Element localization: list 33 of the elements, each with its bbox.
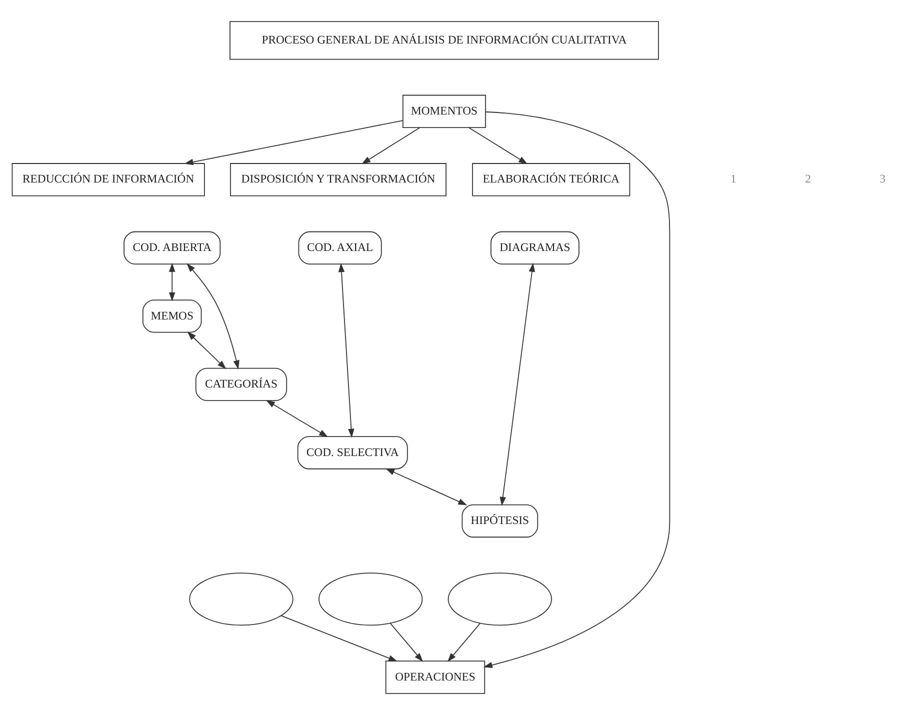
node-ellipse <box>448 572 552 626</box>
arrow <box>338 263 354 438</box>
arrow <box>186 263 240 370</box>
arrow <box>390 622 424 662</box>
node-box: DISPOSICIÓN Y TRANSFORMACIÓN <box>230 163 446 196</box>
arrow <box>483 111 670 668</box>
node-box: OPERACIONES <box>385 660 486 694</box>
node-box: PROCESO GENERAL DE ANÁLISIS DE INFORMACIÓN CUALITATIVA <box>230 21 659 60</box>
node-box: MOMENTOS <box>402 94 486 128</box>
node-box: REDUCCIÓN DE INFORMACIÓN <box>12 163 205 196</box>
node-box: COD. SELECTIVA <box>297 436 408 470</box>
node-box: CATEGORÍAS <box>195 368 288 402</box>
arrow <box>386 468 468 506</box>
arrow <box>184 120 404 166</box>
arrow <box>468 127 528 164</box>
node-box: COD. ABIERTA <box>124 231 221 265</box>
arrow <box>187 332 226 370</box>
arrow <box>280 615 398 662</box>
node-ellipse <box>189 572 294 626</box>
node-box: ELABORACIÓN TEÓRICA <box>472 163 630 196</box>
arrow <box>500 262 536 506</box>
arrow <box>447 622 481 662</box>
arrow <box>266 400 328 438</box>
node-ellipse <box>318 572 423 626</box>
node-box: HIPÓTESIS <box>462 504 538 538</box>
node-box: COD. AXIAL <box>298 231 382 265</box>
node-box: MEMOS <box>142 300 202 333</box>
label: 3 <box>880 172 886 186</box>
node-box: DIAGRAMAS <box>490 231 580 265</box>
arrow <box>168 262 176 302</box>
arrow <box>362 127 420 164</box>
label: 2 <box>805 172 811 186</box>
label: 1 <box>730 172 736 186</box>
